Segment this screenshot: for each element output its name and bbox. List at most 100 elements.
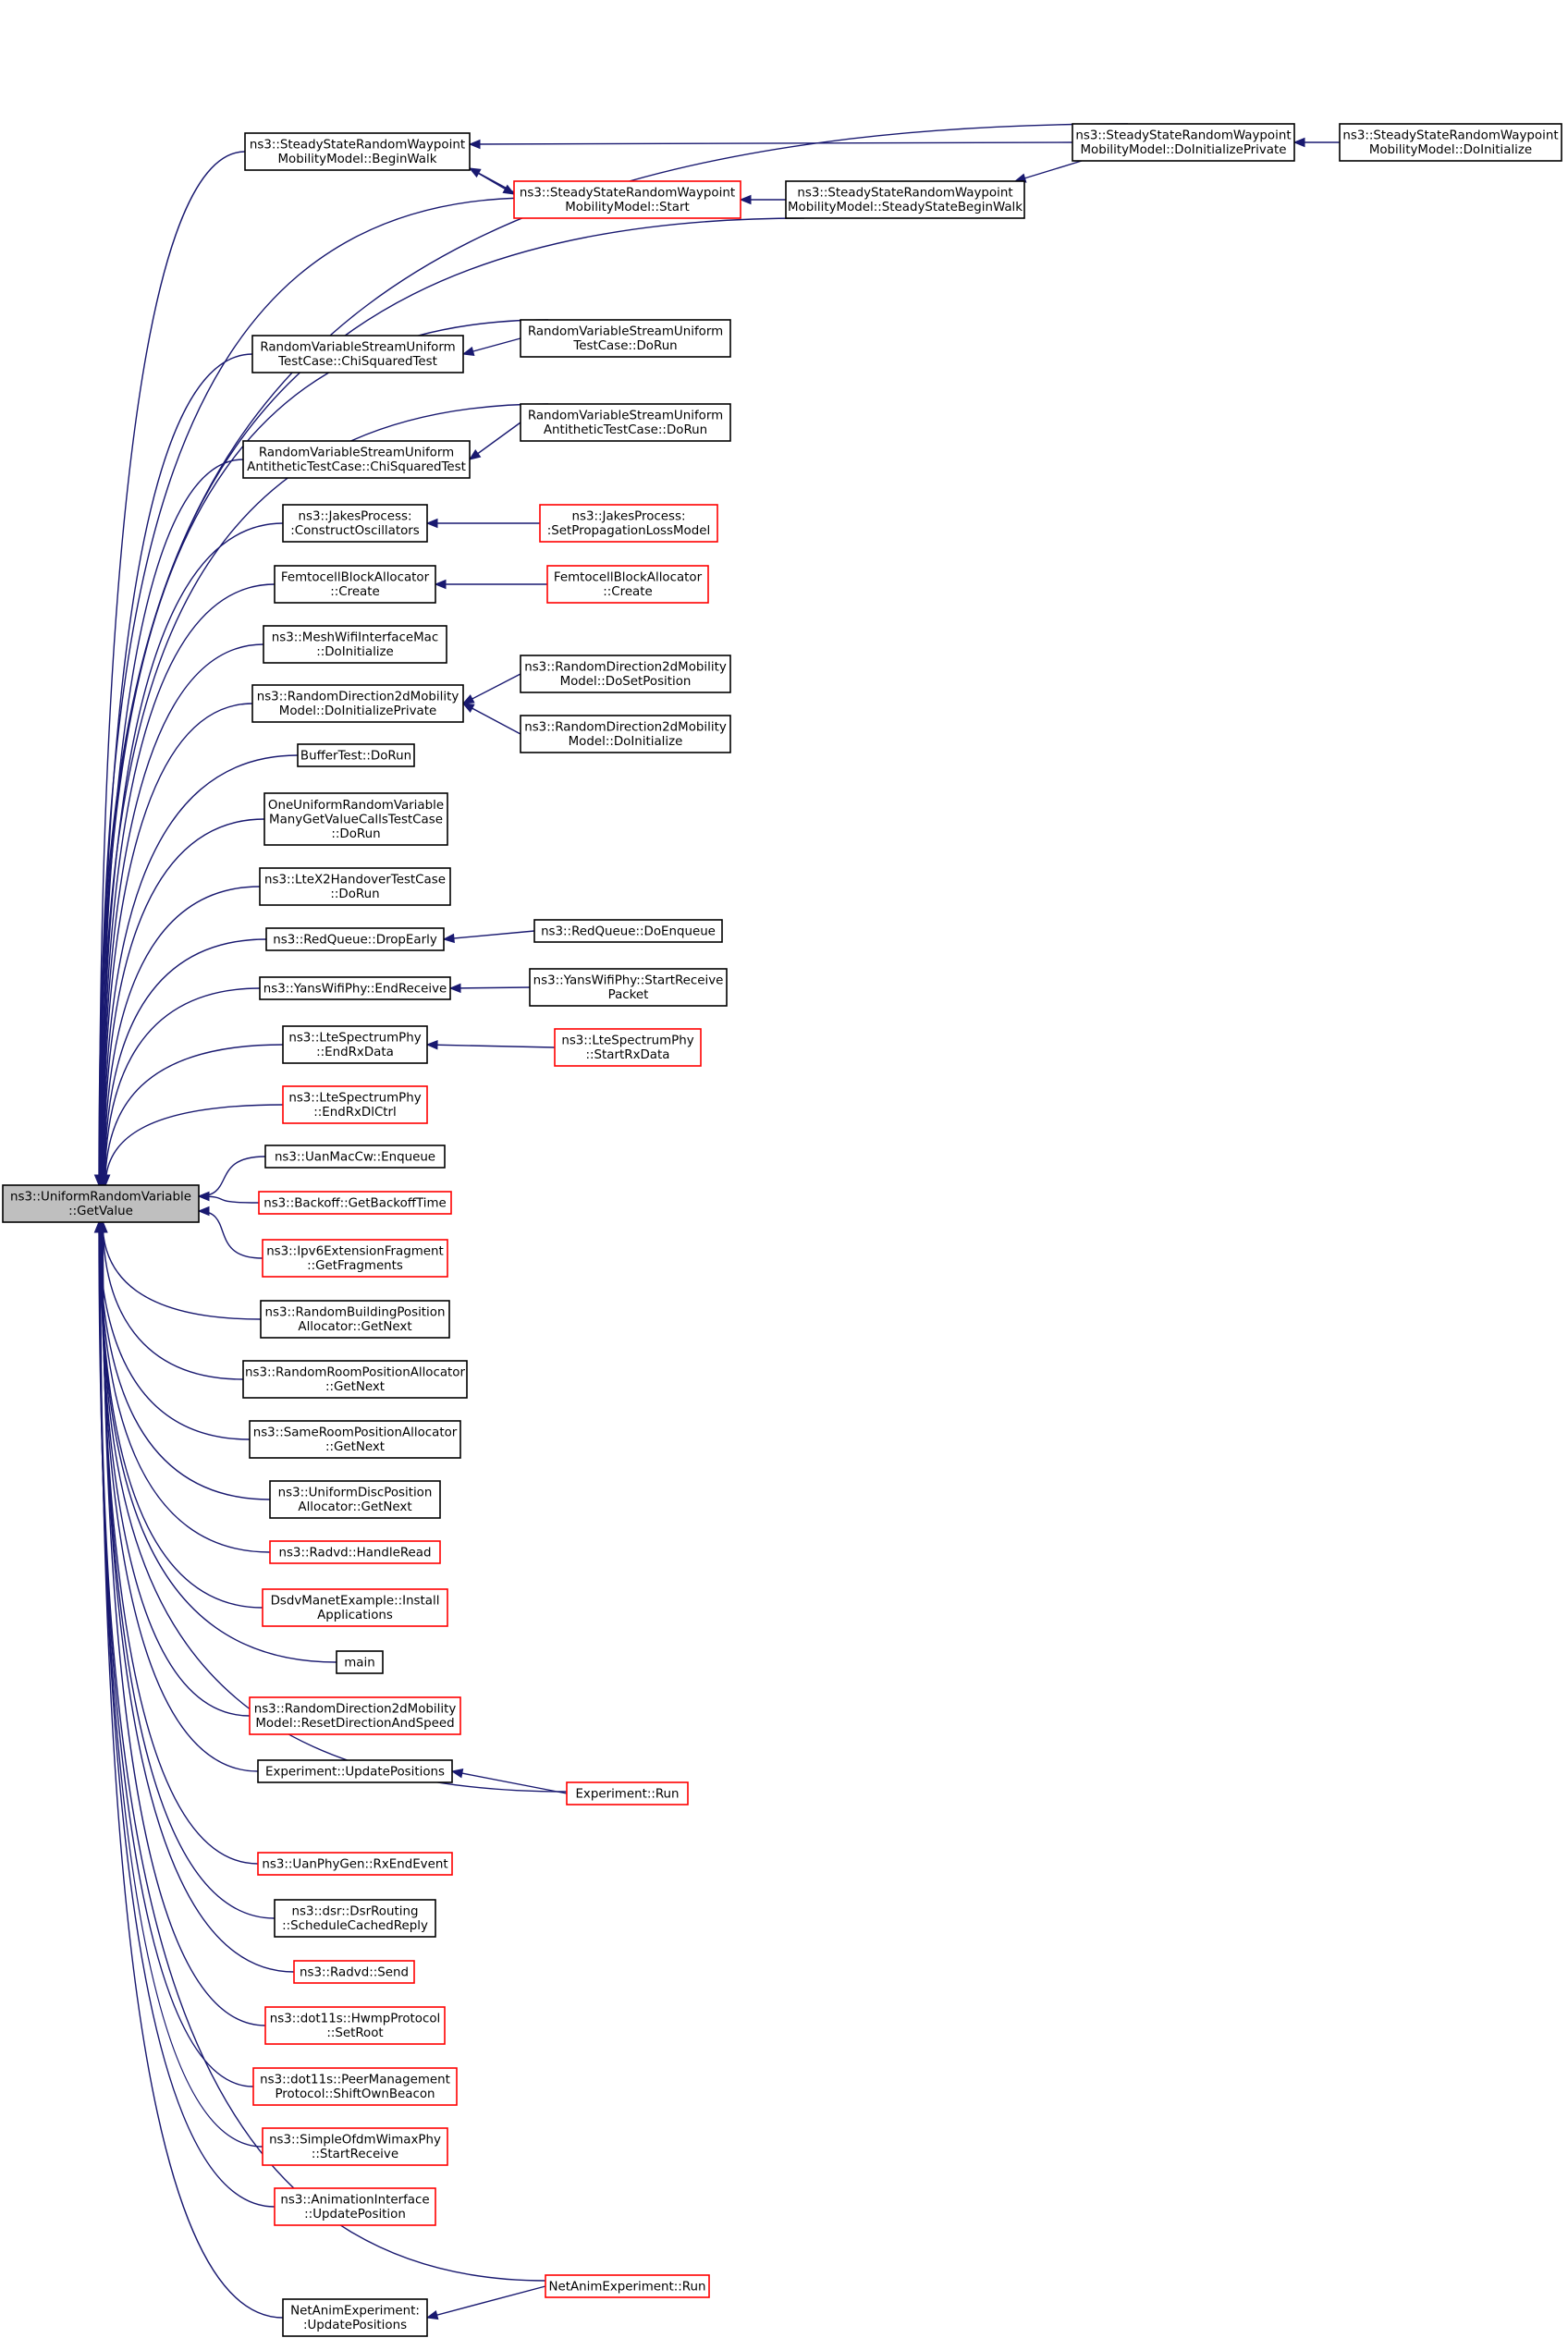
node-box[interactable] (282, 1025, 428, 1064)
node-root[interactable]: ns3::UniformRandomVariable::GetValue (2, 1184, 200, 1223)
node-ipv6frag_get[interactable]: ns3::Ipv6ExtensionFragment::GetFragments (262, 1239, 448, 1278)
node-box[interactable] (262, 2127, 448, 2166)
node-box[interactable] (262, 1239, 448, 1278)
node-box[interactable] (259, 867, 451, 906)
node-uanphygen_rxend[interactable]: ns3::UanPhyGen::RxEndEvent (257, 1852, 453, 1876)
node-box[interactable] (520, 403, 731, 442)
node-simpleofdm_start[interactable]: ns3::SimpleOfdmWimaxPhy::StartReceive (262, 2127, 448, 2166)
node-box[interactable] (545, 2274, 710, 2298)
node-exp_run[interactable]: Experiment::Run (566, 1781, 689, 1806)
node-oneuniform_dorun[interactable]: OneUniformRandomVariableManyGetValueCall… (263, 792, 448, 846)
node-redqueue_doenqueue[interactable]: ns3::RedQueue::DoEnqueue (533, 919, 723, 943)
node-box[interactable] (252, 2067, 458, 2106)
node-box[interactable] (554, 1028, 702, 1067)
node-box[interactable] (785, 180, 1025, 219)
node-box[interactable] (264, 2006, 446, 2045)
node-radvd_send[interactable]: ns3::Radvd::Send (293, 1960, 415, 1984)
node-ssrw_ssbeginwalk[interactable]: ns3::SteadyStateRandomWaypointMobilityMo… (785, 180, 1025, 219)
node-box[interactable] (258, 1191, 452, 1215)
node-ssrw_beginwalk[interactable]: ns3::SteadyStateRandomWaypointMobilityMo… (244, 132, 471, 171)
node-meshwifi_doinit[interactable]: ns3::MeshWifiInterfaceMac::DoInitialize (263, 625, 447, 664)
node-redqueue_dropearly[interactable]: ns3::RedQueue::DropEarly (265, 927, 445, 951)
node-box[interactable] (274, 1899, 436, 1938)
node-box[interactable] (336, 1650, 384, 1674)
node-ltesp_endrxdlctrl[interactable]: ns3::LteSpectrumPhy::EndRxDlCtrl (282, 1085, 428, 1124)
node-ltesp_startrxdata[interactable]: ns3::LteSpectrumPhy::StartRxData (554, 1028, 702, 1067)
node-jakes_setprop[interactable]: ns3::JakesProcess::SetPropagationLossMod… (539, 504, 718, 543)
node-femto_create2[interactable]: FemtocellBlockAllocator::Create (546, 565, 709, 604)
node-box[interactable] (264, 1145, 446, 1169)
node-rd2d_dosetpos[interactable]: ns3::RandomDirection2dMobilityModel::DoS… (520, 655, 731, 693)
node-ssrw_start[interactable]: ns3::SteadyStateRandomWaypointMobilityMo… (513, 180, 741, 219)
node-box[interactable] (546, 565, 709, 604)
node-box[interactable] (262, 1588, 448, 1627)
node-box[interactable] (244, 132, 471, 171)
node-box[interactable] (251, 684, 464, 723)
node-radvd_handleread[interactable]: ns3::Radvd::HandleRead (269, 1540, 441, 1564)
node-box[interactable] (269, 1480, 441, 1519)
node-rvsua_dorun[interactable]: RandomVariableStreamUniformAntitheticTes… (520, 403, 731, 442)
node-box[interactable] (249, 1696, 461, 1735)
node-exp_updatepos[interactable]: Experiment::UpdatePositions (257, 1759, 453, 1783)
node-randroom_getnext[interactable]: ns3::RandomRoomPositionAllocator::GetNex… (242, 1360, 468, 1399)
node-ssrw_doinit[interactable]: ns3::SteadyStateRandomWaypointMobilityMo… (1339, 123, 1562, 162)
node-box[interactable] (269, 1540, 441, 1564)
node-box[interactable] (282, 504, 428, 543)
node-box[interactable] (257, 1759, 453, 1783)
node-box[interactable] (257, 1852, 453, 1876)
node-box[interactable] (260, 1300, 450, 1339)
node-buffertest_dorun[interactable]: BufferTest::DoRun (297, 743, 415, 767)
node-box[interactable] (520, 715, 731, 753)
node-peermgmt_shift[interactable]: ns3::dot11s::PeerManagementProtocol::Shi… (252, 2067, 458, 2106)
node-sameroom_getnext[interactable]: ns3::SameRoomPositionAllocator::GetNext (249, 1420, 461, 1459)
node-box[interactable] (566, 1781, 689, 1806)
node-box[interactable] (293, 1960, 415, 1984)
node-box[interactable] (265, 927, 445, 951)
node-main[interactable]: main (336, 1650, 384, 1674)
node-uanmaccw_enqueue[interactable]: ns3::UanMacCw::Enqueue (264, 1145, 446, 1169)
node-rd2d_doinit[interactable]: ns3::RandomDirection2dMobilityModel::DoI… (520, 715, 731, 753)
node-box[interactable] (529, 968, 728, 1007)
node-hwmp_setroot[interactable]: ns3::dot11s::HwmpProtocol::SetRoot (264, 2006, 446, 2045)
node-ltex2_dorun[interactable]: ns3::LteX2HandoverTestCase::DoRun (259, 867, 451, 906)
node-box[interactable] (282, 2298, 428, 2337)
node-box[interactable] (274, 2187, 436, 2226)
node-netanim_updatepos[interactable]: NetAnimExperiment::UpdatePositions (282, 2298, 428, 2337)
node-uniformdisc_getnext[interactable]: ns3::UniformDiscPositionAllocator::GetNe… (269, 1480, 441, 1519)
node-rvsua_chi[interactable]: RandomVariableStreamUniformAntitheticTes… (242, 440, 471, 479)
node-ltesp_endrxdata[interactable]: ns3::LteSpectrumPhy::EndRxData (282, 1025, 428, 1064)
node-rd2d_doinitprivate[interactable]: ns3::RandomDirection2dMobilityModel::DoI… (251, 684, 464, 723)
node-box[interactable] (539, 504, 718, 543)
node-box[interactable] (520, 655, 731, 693)
node-box[interactable] (242, 440, 471, 479)
node-box[interactable] (259, 976, 451, 1000)
node-box[interactable] (1339, 123, 1562, 162)
node-box[interactable] (242, 1360, 468, 1399)
node-box[interactable] (1072, 123, 1295, 162)
node-box[interactable] (2, 1184, 200, 1223)
node-randbuilding_getnext[interactable]: ns3::RandomBuildingPositionAllocator::Ge… (260, 1300, 450, 1339)
node-box[interactable] (263, 625, 447, 664)
node-box[interactable] (263, 792, 448, 846)
node-box[interactable] (513, 180, 741, 219)
node-dsr_schedule[interactable]: ns3::dsr::DsrRouting::ScheduleCachedRepl… (274, 1899, 436, 1938)
node-yans_endreceive[interactable]: ns3::YansWifiPhy::EndReceive (259, 976, 451, 1000)
node-box[interactable] (251, 335, 464, 373)
node-box[interactable] (297, 743, 415, 767)
node-anim_updatepos[interactable]: ns3::AnimationInterface::UpdatePosition (274, 2187, 436, 2226)
node-netanim_run[interactable]: NetAnimExperiment::Run (545, 2274, 710, 2298)
node-rvsu_dorun[interactable]: RandomVariableStreamUniformTestCase::DoR… (520, 319, 731, 358)
node-rvsu_chi[interactable]: RandomVariableStreamUniformTestCase::Chi… (251, 335, 464, 373)
node-box[interactable] (249, 1420, 461, 1459)
node-box[interactable] (520, 319, 731, 358)
node-box[interactable] (282, 1085, 428, 1124)
node-jakes_construct[interactable]: ns3::JakesProcess::ConstructOscillators (282, 504, 428, 543)
node-ssrw_doinitprivate[interactable]: ns3::SteadyStateRandomWaypointMobilityMo… (1072, 123, 1295, 162)
node-backoff_get[interactable]: ns3::Backoff::GetBackoffTime (258, 1191, 452, 1215)
node-femto_create[interactable]: FemtocellBlockAllocator::Create (274, 565, 436, 604)
node-box[interactable] (533, 919, 723, 943)
node-box[interactable] (274, 565, 436, 604)
node-rd2d_reset[interactable]: ns3::RandomDirection2dMobilityModel::Res… (249, 1696, 461, 1735)
